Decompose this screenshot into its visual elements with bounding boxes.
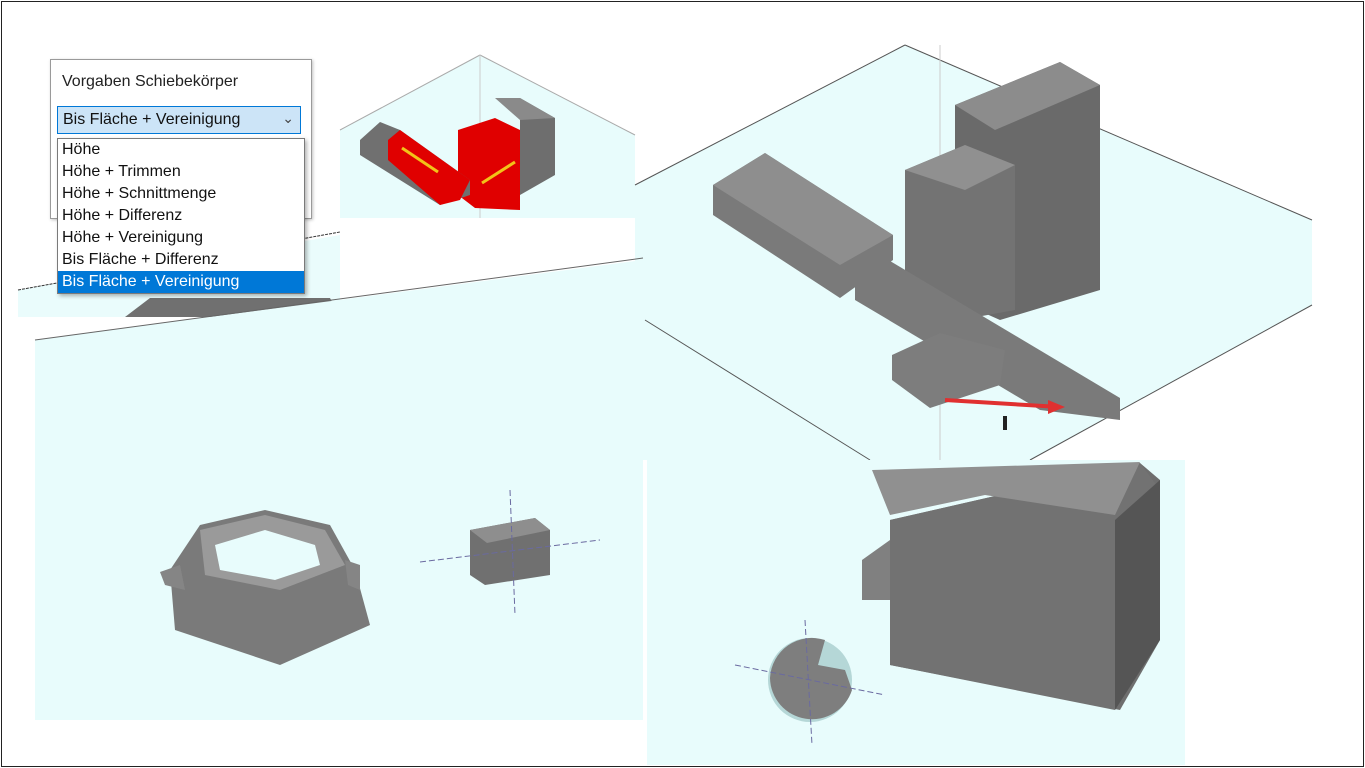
option-bis-flaeche-vereinigung[interactable]: Bis Fläche + Vereinigung [58,271,304,293]
dialog-title: Vorgaben Schiebekörper [62,73,239,90]
option-hoehe[interactable]: Höhe [62,141,101,158]
viewport-box-sphere[interactable] [647,460,1185,765]
red-solid [458,118,520,210]
option-bis-flaeche-differenz[interactable]: Bis Fläche + Differenz [62,251,219,268]
mode-dropdown[interactable]: Bis Fläche + Vereinigung ⌄ [57,106,301,134]
dropdown-value: Bis Fläche + Vereinigung [63,111,241,128]
option-hoehe-trimmen[interactable]: Höhe + Trimmen [62,163,181,180]
viewport-slide-body[interactable] [634,44,1313,461]
chevron-down-icon[interactable]: ⌄ [282,110,294,126]
yellow-arrow-icon [401,146,439,174]
option-hoehe-vereinigung[interactable]: Höhe + Vereinigung [62,229,203,246]
red-arrow-icon [944,398,1061,409]
viewport-hex-ring[interactable] [34,257,644,720]
yellow-arrow-icon [481,160,516,185]
cursor-icon [1003,416,1007,430]
viewport-red-solids[interactable] [339,54,636,218]
option-hoehe-differenz[interactable]: Höhe + Differenz [62,207,183,224]
dropdown-list: Höhe Höhe + Trimmen Höhe + Schnittmenge … [57,138,305,294]
option-hoehe-schnittmenge[interactable]: Höhe + Schnittmenge [62,185,217,202]
